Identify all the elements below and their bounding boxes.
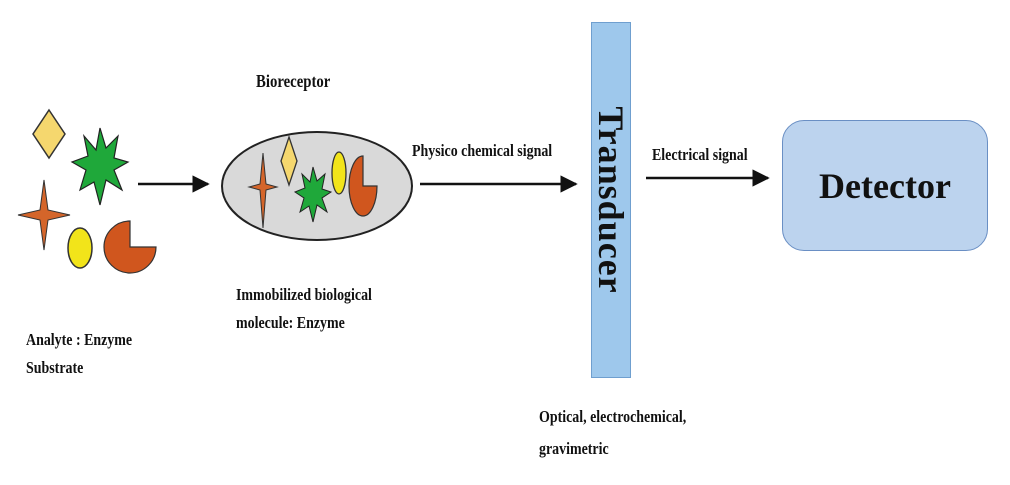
analyte-group <box>17 108 157 274</box>
four-point-star-shape <box>17 179 71 251</box>
pacman-shape <box>103 220 157 274</box>
bioreceptor-title: Bioreceptor <box>256 71 331 91</box>
analyte-label-line1: Analyte : Enzyme <box>26 330 133 349</box>
bio-starburst-shape <box>293 166 333 223</box>
ellipse-shape <box>67 227 93 269</box>
detector-box: Detector <box>782 120 988 251</box>
electrical-signal-label: Electrical signal <box>652 145 748 164</box>
bioreceptor-group <box>221 131 413 241</box>
transducer-box: Transducer <box>591 22 631 378</box>
transducer-types-line1: Optical, electrochemical, <box>539 407 687 426</box>
bio-four-point-star-shape <box>247 152 279 229</box>
detector-label: Detector <box>819 165 951 206</box>
transducer-types-line2: gravimetric <box>539 439 609 458</box>
physico-chemical-signal-label: Physico chemical signal <box>412 141 553 160</box>
immobilized-label-line2: molecule: Enzyme <box>236 313 345 332</box>
bio-ellipse-shape <box>331 151 347 195</box>
analyte-label-line2: Substrate <box>26 358 84 377</box>
diamond-shape <box>32 108 66 160</box>
bio-diamond-shape <box>280 134 298 188</box>
transducer-label: Transducer <box>591 106 631 294</box>
starburst-shape <box>70 127 130 206</box>
immobilized-label-line1: Immobilized biological <box>236 285 372 304</box>
bio-pacman-shape <box>348 155 378 217</box>
